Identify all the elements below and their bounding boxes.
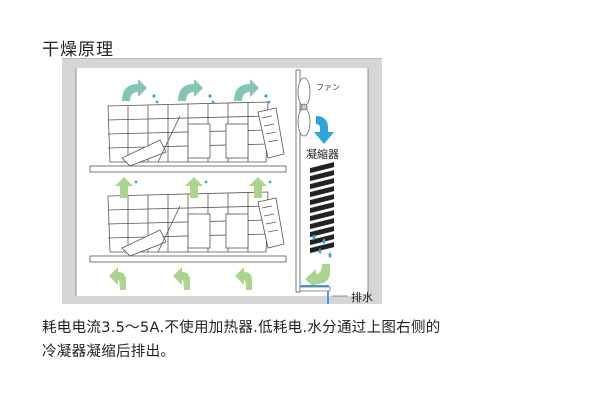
fan-label: ファン <box>316 83 340 92</box>
moist-air-arrow <box>314 116 334 144</box>
dry-air-return-arrow <box>305 264 330 289</box>
bottom-airflow-arrows <box>109 267 252 290</box>
caption-line-2: 冷凝器凝缩后排出。 <box>42 344 176 360</box>
caption: 耗电电流3.5～5A.不使用加热器.低耗电.水分通过上图右侧的 冷凝器凝缩后排出… <box>42 316 582 364</box>
upper-dish-rack <box>89 101 287 173</box>
lower-dish-rack <box>89 191 287 263</box>
fan-icon <box>297 77 311 137</box>
partition-wall <box>295 69 301 293</box>
drying-principle-diagram: ファン 凝縮器 <box>62 58 382 304</box>
top-water-drops <box>152 94 271 104</box>
caption-line-1: 耗电电流3.5～5A.不使用加热器.低耗电.水分通过上图右侧的 <box>42 320 441 336</box>
drain-pipe <box>299 285 331 304</box>
page-title: 干燥原理 <box>42 40 114 60</box>
drain-label: 排水 <box>351 291 373 304</box>
condenser-coils <box>310 162 334 254</box>
condenser-label: 凝縮器 <box>306 147 339 161</box>
middle-water-drops <box>134 180 272 184</box>
condensed-water-drops <box>312 234 332 258</box>
